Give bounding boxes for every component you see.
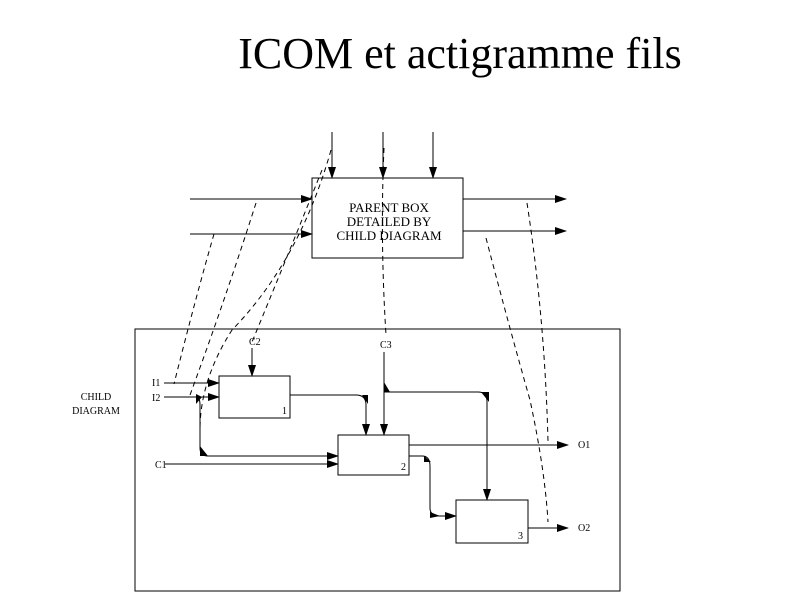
parent-input-arrows — [190, 195, 313, 238]
input-label-i1: I1 — [152, 378, 160, 389]
child-diagram-frame — [134, 328, 621, 592]
control-label-c2: C2 — [249, 337, 261, 348]
child-box-2: 2 — [337, 434, 410, 476]
slide-title: ICOM et actigramme fils — [238, 29, 682, 78]
child-diagram-label-line-1: CHILD — [81, 392, 112, 403]
child-box-3-number: 3 — [518, 531, 523, 542]
output-label-o2: O2 — [578, 523, 590, 534]
child-box-3: 3 — [455, 499, 529, 544]
control-label-c1: C1 — [155, 460, 167, 471]
parent-output-arrows — [463, 195, 567, 235]
parent-box-label-line-1: PARENT BOX — [349, 200, 429, 215]
parent-box-label-line-3: CHILD DIAGRAM — [336, 228, 442, 243]
child-diagram-label-line-2: DIAGRAM — [72, 406, 120, 417]
child-box-1: 1 — [218, 375, 291, 419]
parent-box: PARENT BOX DETAILED BY CHILD DIAGRAM — [311, 177, 464, 259]
parent-control-arrows — [328, 132, 437, 179]
output-label-o1: O1 — [578, 440, 590, 451]
input-label-i2: I2 — [152, 393, 160, 404]
child-box-1-number: 1 — [282, 406, 287, 417]
tunnel-marks — [196, 382, 489, 518]
correspondence-dashed-lines — [173, 147, 549, 523]
child-box-2-number: 2 — [401, 462, 406, 473]
parent-box-label-line-2: DETAILED BY — [347, 214, 432, 229]
control-label-c3: C3 — [380, 340, 392, 351]
